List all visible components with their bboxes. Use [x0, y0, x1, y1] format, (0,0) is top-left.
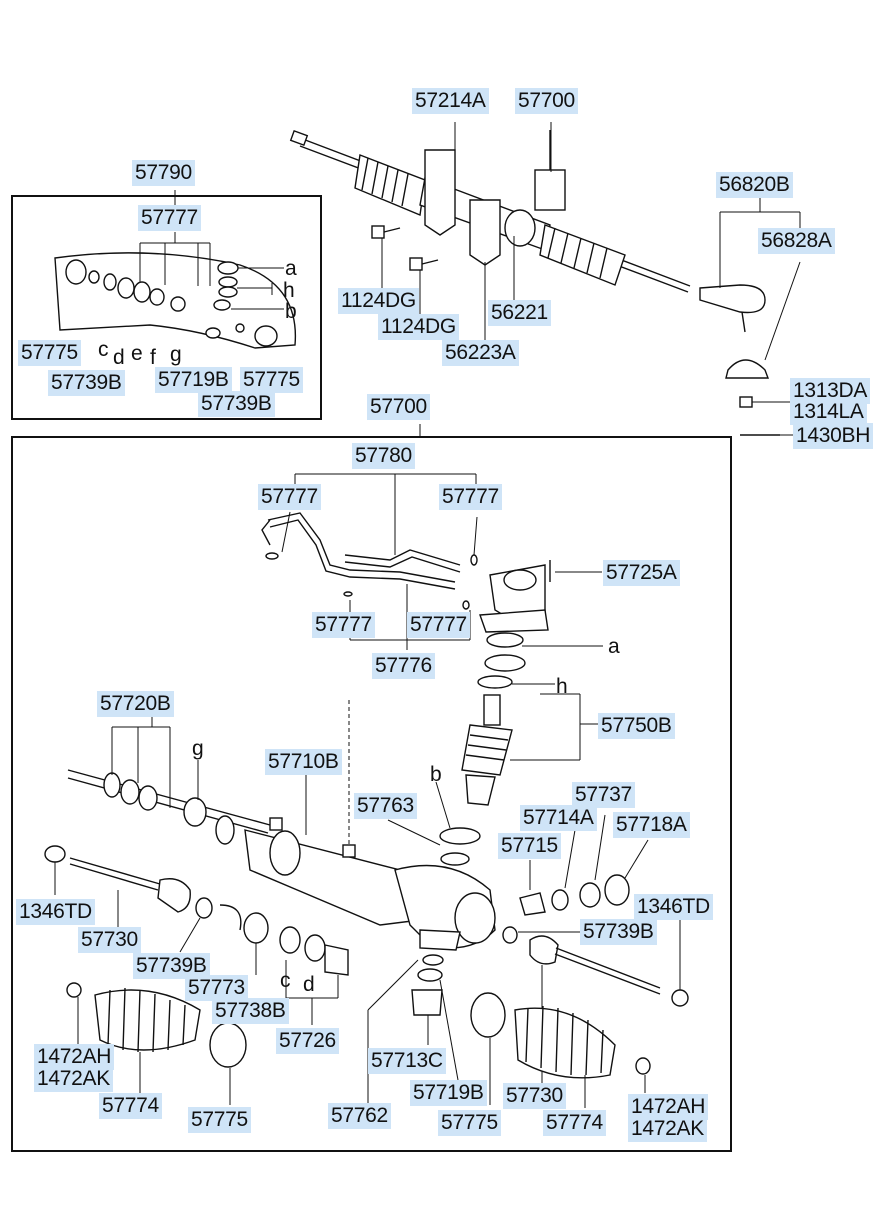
callout-57773: 57773 — [185, 975, 248, 1001]
housing-57710B — [244, 700, 496, 951]
callout-56223A: 56223A — [442, 340, 519, 366]
callout-57730-left: 57730 — [78, 927, 141, 953]
callout-57780: 57780 — [352, 443, 415, 469]
left-boot — [66, 982, 247, 1105]
callout-57719B-inset: 57719B — [155, 367, 232, 393]
callout-1124DG-1: 1124DG — [338, 288, 419, 314]
callout-1472AK-left: 1472AK — [34, 1066, 113, 1092]
callout-57774-right: 57774 — [543, 1110, 606, 1136]
callout-57774-left: 57774 — [99, 1093, 162, 1119]
callout-57738B: 57738B — [212, 998, 289, 1024]
callout-57739B-left: 57739B — [133, 953, 210, 979]
callout-57713C: 57713C — [368, 1048, 446, 1074]
main-box-57700 — [11, 436, 732, 1152]
callout-c-inset: c — [98, 338, 109, 361]
callout-h-main: h — [556, 675, 568, 698]
callout-a-main: a — [608, 635, 620, 658]
rack-bar — [67, 716, 271, 845]
left-tie-rod — [44, 845, 349, 1025]
callout-57777-a: 57777 — [258, 484, 321, 510]
callout-56221: 56221 — [488, 300, 551, 326]
pinion-57750B — [461, 694, 513, 806]
callout-1346TD-right: 1346TD — [634, 894, 713, 920]
callout-57714A: 57714A — [520, 805, 597, 831]
callout-1124DG-2: 1124DG — [378, 314, 459, 340]
callout-57730-right: 57730 — [503, 1083, 566, 1109]
callout-1346TD-left: 1346TD — [16, 899, 95, 925]
callout-57739B-inset-b: 57739B — [198, 391, 275, 417]
bottom-center-parts — [367, 954, 506, 1105]
top-leaders — [454, 122, 552, 340]
callout-g-main: g — [192, 737, 204, 760]
callout-57700-top: 57700 — [515, 88, 578, 114]
inset-box-57790 — [11, 195, 322, 420]
callout-57777-inset: 57777 — [138, 205, 201, 231]
callout-57725A: 57725A — [603, 560, 680, 586]
callout-57700-main: 57700 — [367, 394, 430, 420]
top-rack-assembly — [289, 130, 691, 293]
callout-57775-left: 57775 — [188, 1107, 251, 1133]
callout-56820B: 56820B — [716, 172, 793, 198]
callout-57776: 57776 — [372, 653, 435, 679]
callout-56828A: 56828A — [758, 228, 835, 254]
callout-b-main: b — [430, 763, 442, 786]
callout-a-inset: a — [285, 257, 297, 280]
callout-b-inset: b — [285, 300, 297, 323]
callout-57710B: 57710B — [265, 749, 342, 775]
callout-57777-b: 57777 — [439, 484, 502, 510]
callout-57718A: 57718A — [613, 812, 690, 838]
bolts-1124DG — [371, 225, 439, 316]
callout-57762: 57762 — [328, 1103, 391, 1129]
callout-57214A: 57214A — [412, 88, 489, 114]
callout-d-inset: d — [113, 346, 125, 369]
callout-g-inset: g — [170, 343, 182, 366]
callout-57775-inset-b: 57775 — [240, 367, 303, 393]
callout-d-main: d — [303, 973, 315, 996]
tie-rod-end-56820B — [699, 198, 801, 436]
callout-1314LA: 1314LA — [790, 399, 867, 425]
callout-c-main: c — [280, 969, 291, 992]
callout-57763: 57763 — [354, 793, 417, 819]
callout-1430BH: 1430BH — [793, 423, 874, 449]
callout-57777-c: 57777 — [312, 612, 375, 638]
right-tie-rod-boot — [514, 920, 689, 1108]
callout-57715: 57715 — [498, 833, 561, 859]
inset-drawing — [54, 190, 297, 349]
callout-e-inset: e — [131, 342, 143, 365]
callout-57790: 57790 — [132, 160, 195, 186]
callout-57775-center: 57775 — [438, 1110, 501, 1136]
callout-57739B-right: 57739B — [580, 919, 657, 945]
callout-57777-d: 57777 — [407, 612, 470, 638]
callout-1472AH-left: 1472AH — [34, 1044, 115, 1070]
callout-57739B-inset-a: 57739B — [48, 370, 125, 396]
callout-57726: 57726 — [276, 1028, 339, 1054]
pipes-57780 — [261, 473, 478, 650]
callout-1472AH-right: 1472AH — [628, 1094, 709, 1120]
right-adjust-parts — [387, 781, 649, 944]
callout-h-inset: h — [283, 279, 295, 302]
callout-57719B-main: 57719B — [410, 1080, 487, 1106]
callout-57750B: 57750B — [598, 713, 675, 739]
callout-57775-inset-a: 57775 — [18, 340, 81, 366]
callout-f-inset: f — [150, 346, 156, 369]
valve-housing — [477, 560, 603, 761]
callout-57720B: 57720B — [97, 691, 174, 717]
callout-1472AK-right: 1472AK — [628, 1116, 707, 1142]
callout-57737: 57737 — [572, 782, 635, 808]
